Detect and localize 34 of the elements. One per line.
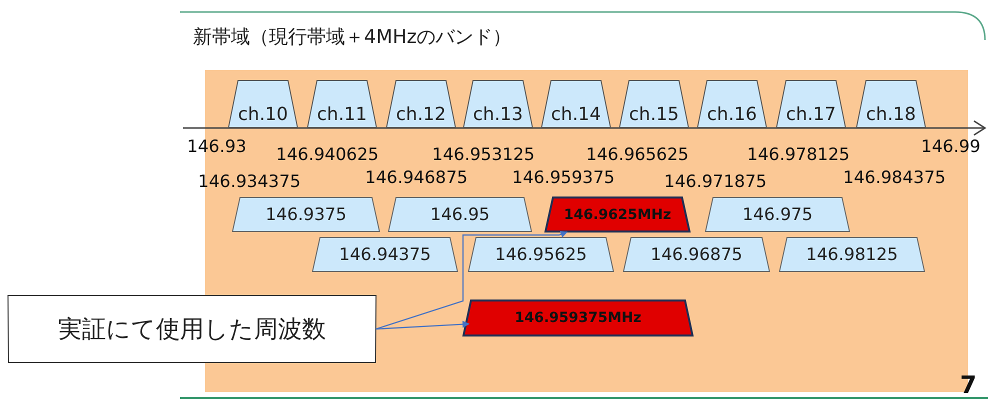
frequency-tick-label: 146.940625 [276, 145, 379, 165]
frequency-tick-label: 146.934375 [198, 172, 301, 192]
channel-label: ch.12 [396, 104, 446, 124]
channel-label: ch.17 [786, 104, 836, 124]
frequency-label: 146.95 [430, 204, 490, 224]
page-number: 7 [960, 375, 977, 395]
frequency-tick-label: 146.984375 [843, 168, 946, 188]
arrow [376, 320, 470, 330]
frequency-label: 146.975 [742, 204, 813, 224]
frequency-tick-label: 146.971875 [664, 172, 767, 192]
frequency-tick-label: 146.978125 [747, 145, 850, 165]
frequency-label: 146.94375 [339, 244, 431, 264]
callout-text: 実証にて使用した周波数 [58, 314, 326, 345]
arrow [376, 230, 568, 330]
channel-label: ch.13 [473, 104, 523, 124]
frequency-label: 146.9625MHz [564, 206, 672, 222]
channel-label: ch.15 [629, 104, 679, 124]
frequency-tick-label: 146.946875 [365, 168, 468, 188]
channel-label: ch.14 [551, 104, 601, 124]
title: 新帯域（現行帯域＋4MHzのバンド） [193, 27, 512, 47]
frequency-tick-label: 146.965625 [586, 145, 689, 165]
channel-label: ch.16 [707, 104, 757, 124]
frequency-label: 146.96875 [650, 244, 742, 264]
frequency-label: 146.9375 [265, 204, 347, 224]
channel-label: ch.10 [238, 104, 288, 124]
frequency-tick-label: 146.93 [187, 137, 246, 157]
frequency-label: 146.95625 [495, 244, 587, 264]
frequency-label: 146.959375MHz [514, 310, 642, 326]
frequency-label: 146.98125 [806, 244, 898, 264]
frequency-tick-label: 146.99 [921, 137, 980, 157]
frequency-tick-label: 146.959375 [512, 168, 615, 188]
channel-label: ch.11 [317, 104, 367, 124]
channel-label: ch.18 [866, 104, 916, 124]
frequency-tick-label: 146.953125 [432, 145, 535, 165]
